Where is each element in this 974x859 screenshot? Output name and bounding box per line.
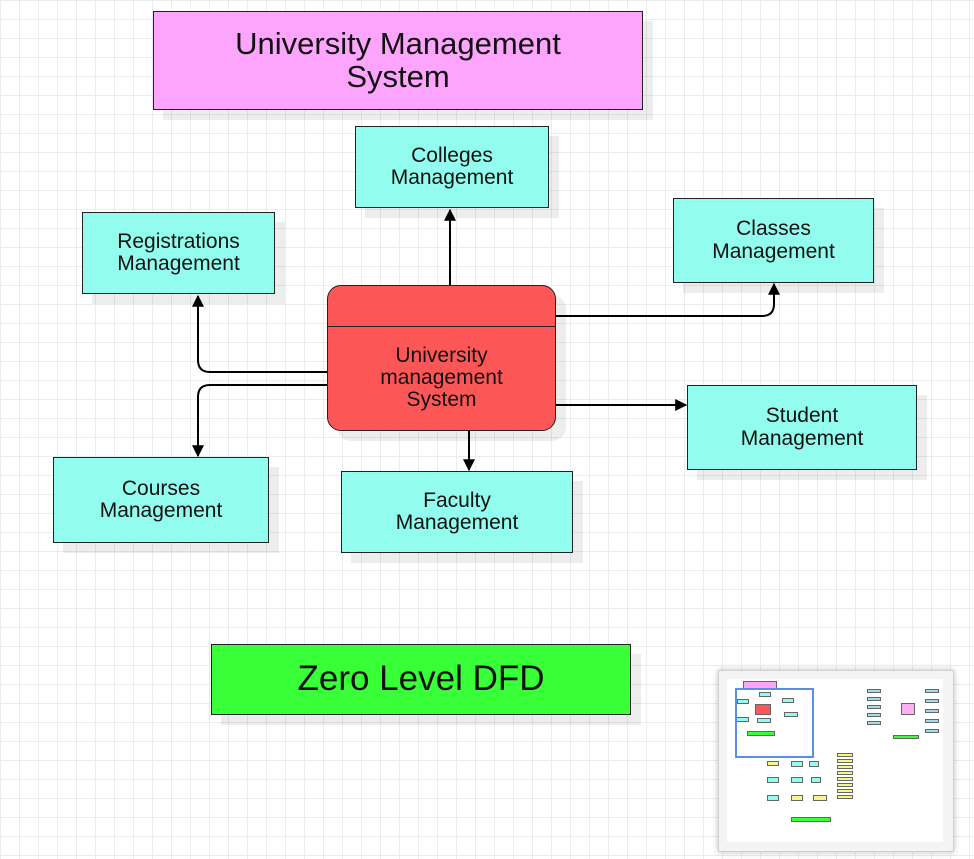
minimap-shape [837,771,853,775]
minimap-shape [893,735,919,739]
minimap-shape [767,777,779,783]
diagram-title-text: University Management System [235,25,561,94]
entity-courses-label: Courses Management [99,476,223,522]
minimap-shape [837,765,853,769]
entity-faculty-label: Faculty Management [395,488,519,534]
minimap-shape [809,761,819,767]
minimap-shape [837,789,853,793]
entity-classes-label: Classes Management [712,217,835,263]
minimap-shape [925,709,939,713]
minimap-canvas[interactable] [727,679,943,842]
minimap-shape [782,698,794,703]
minimap-shape [925,729,939,733]
minimap-shape [837,777,853,781]
entity-classes-management[interactable]: Classes Management [673,198,874,283]
level-label-text: Zero Level DFD [297,659,545,699]
minimap-shape [759,692,771,697]
entity-colleges-label: Colleges Management [390,143,514,189]
minimap-shape [755,704,771,715]
entity-student-label: Student Management [740,404,864,450]
minimap-shape [901,703,915,715]
entity-registrations-label: Registrations Management [117,229,240,275]
process-university-management-system[interactable]: University management System [327,285,556,431]
minimap-shape [811,777,821,783]
minimap-shape [791,777,803,783]
minimap-shape [767,761,779,766]
process-divider [328,326,555,327]
entity-colleges-management[interactable]: Colleges Management [355,126,549,208]
minimap-shape [813,795,827,801]
minimap-shape [925,699,939,703]
minimap-shape [784,712,798,717]
process-label: University management System [380,343,503,412]
entity-student-management[interactable]: Student Management [687,385,917,470]
minimap-shape [791,817,831,822]
minimap-shape [867,697,881,701]
entity-courses-management[interactable]: Courses Management [53,457,269,543]
minimap-shape [925,719,939,723]
minimap-shape [737,699,749,704]
minimap-shape [925,689,939,693]
minimap[interactable] [718,670,954,852]
edge-to-courses[interactable] [192,384,327,458]
process-label-area: University management System [328,326,555,430]
entity-faculty-management[interactable]: Faculty Management [341,471,573,553]
minimap-shape [791,795,803,801]
minimap-shape [747,731,775,736]
minimap-viewport[interactable] [735,688,814,758]
minimap-shape [767,795,779,801]
minimap-shape [837,783,853,787]
minimap-shape [837,759,853,763]
minimap-shape [791,761,803,767]
edge-to-registrations[interactable] [192,294,327,373]
minimap-shape [867,721,881,725]
minimap-shape [867,705,881,709]
minimap-shape [867,713,881,717]
entity-registrations-management[interactable]: Registrations Management [82,212,275,294]
edge-to-classes[interactable] [556,282,780,317]
diagram-title[interactable]: University Management System [153,11,643,110]
minimap-shape [867,689,881,693]
minimap-shape [837,795,853,799]
minimap-shape [837,753,853,757]
minimap-shape [757,718,771,723]
level-label[interactable]: Zero Level DFD [211,644,631,715]
